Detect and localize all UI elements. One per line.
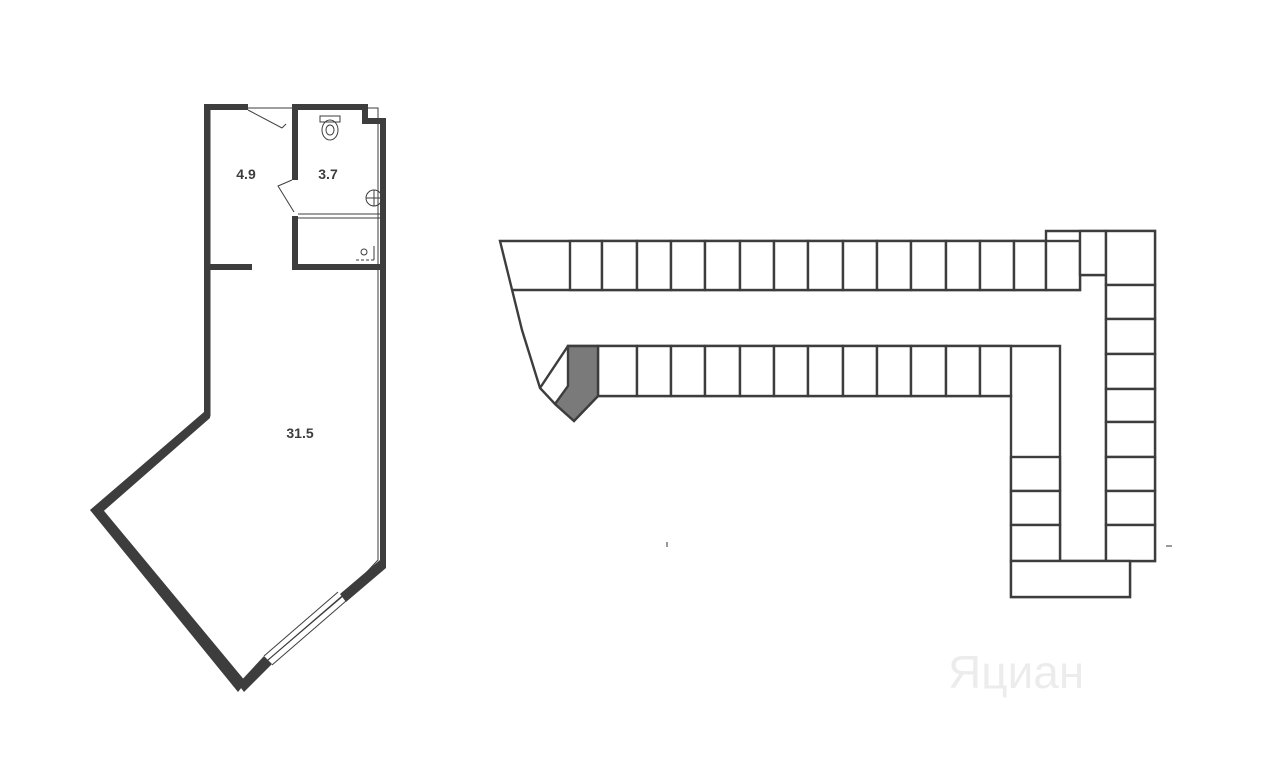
unit-top-10[interactable] (875, 239, 913, 292)
unit-bottom-6[interactable] (772, 344, 810, 398)
exterior-walls (90, 104, 386, 692)
wall-bath-left-lower (292, 216, 298, 270)
area-label-bathroom: 3.7 (318, 166, 338, 182)
wall-top-right (362, 118, 386, 124)
unit-top-1[interactable] (568, 239, 604, 292)
unit-top-8[interactable] (806, 239, 845, 292)
unit-top-5[interactable] (703, 239, 742, 292)
unit-right-1[interactable] (1104, 229, 1157, 287)
unit-right-5[interactable] (1104, 387, 1157, 424)
unit-top-13[interactable] (978, 239, 1016, 292)
unit-bottom-7[interactable] (806, 344, 845, 398)
unit-lower-2[interactable] (1009, 489, 1062, 527)
wall-left-diagonal (90, 412, 210, 516)
unit-right-3[interactable] (1104, 317, 1157, 356)
unit-right-6[interactable] (1104, 420, 1157, 459)
wall-bottom-segment (238, 656, 272, 692)
apartment-inner-outline (97, 107, 379, 685)
window (263, 591, 347, 666)
apartment-plan: 4.9 3.7 31.5 (90, 104, 386, 692)
wall-left-upper (204, 104, 210, 418)
floor-plan (498, 229, 1157, 599)
toilet-icon (319, 115, 341, 141)
entry-door (247, 109, 283, 129)
unit-right-2[interactable] (1104, 283, 1157, 321)
unit-top-12[interactable] (944, 239, 982, 292)
unit-top-7[interactable] (772, 239, 810, 292)
area-label-hall: 4.9 (236, 166, 256, 182)
unit-bottom-11[interactable] (944, 344, 982, 398)
unit-lower-3[interactable] (1009, 523, 1062, 563)
wall-hall-bottom (204, 264, 252, 270)
watermark-text: Яциан (948, 646, 1084, 698)
units (568, 229, 1157, 599)
wall-top-bath-step (362, 104, 368, 122)
unit-top-2[interactable] (600, 239, 639, 292)
unit-top-16[interactable] (1078, 229, 1108, 277)
unit-bottom-10[interactable] (909, 344, 948, 398)
interior-walls (204, 104, 386, 270)
doors (247, 109, 295, 213)
unit-bottom-12[interactable] (978, 344, 1013, 398)
bath-door (277, 179, 295, 213)
wall-right-diagonal (340, 560, 386, 602)
unit-bottom-4[interactable] (703, 344, 742, 398)
wall-top-left (204, 104, 248, 110)
highlighted-unit[interactable] (553, 344, 600, 423)
wall-top-bath (292, 104, 364, 110)
area-label-main-room: 31.5 (286, 425, 313, 441)
unit-bottom-2[interactable] (635, 344, 673, 398)
unit-lower-1[interactable] (1009, 455, 1062, 493)
unit-top-9[interactable] (841, 239, 879, 292)
stray-mark-left (666, 542, 668, 547)
unit-top-11[interactable] (909, 239, 948, 292)
sink-icon (365, 189, 383, 207)
unit-top-14[interactable] (1012, 239, 1048, 292)
wall-bath-bottom (292, 264, 386, 270)
unit-top-4[interactable] (669, 239, 707, 292)
wall-right (380, 118, 386, 568)
unit-right-9[interactable] (1104, 523, 1157, 563)
unit-bottom-5[interactable] (738, 344, 776, 398)
wall-bottom-left-thick (90, 506, 246, 692)
unit-right-8[interactable] (1104, 489, 1157, 527)
unit-right-7[interactable] (1104, 455, 1157, 493)
wall-bath-left-upper (292, 104, 298, 180)
unit-bottom-3[interactable] (669, 344, 707, 398)
washing-machine-icon (356, 246, 376, 261)
unit-right-4[interactable] (1104, 352, 1157, 391)
unit-bottom-8[interactable] (841, 344, 879, 398)
watermark: Яциан (948, 646, 1084, 698)
unit-lower-4[interactable] (1009, 559, 1132, 599)
unit-bottom-9[interactable] (875, 344, 913, 398)
unit-top-15[interactable] (1044, 239, 1082, 292)
unit-top-6[interactable] (738, 239, 776, 292)
unit-top-3[interactable] (635, 239, 673, 292)
stray-mark-right (1166, 545, 1172, 547)
unit-bottom-1[interactable] (596, 344, 639, 398)
